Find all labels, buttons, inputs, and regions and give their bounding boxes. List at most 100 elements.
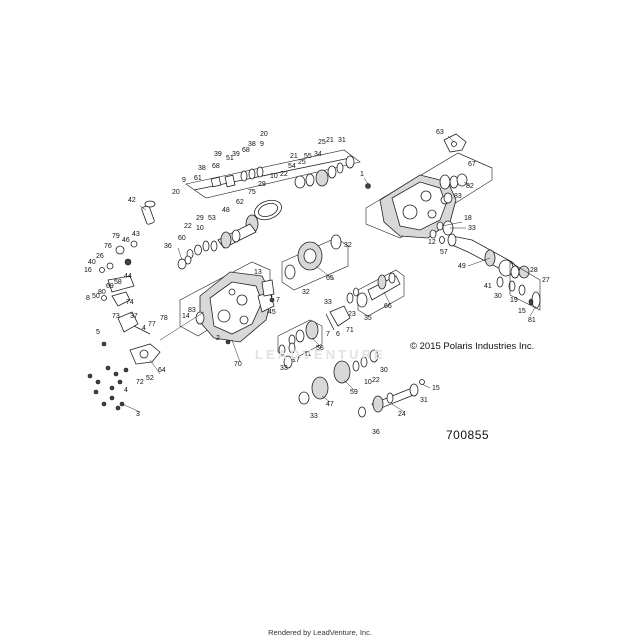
callout: 81	[528, 317, 536, 324]
callout: 33	[324, 299, 332, 306]
copyright-notice: © 2015 Polaris Industries Inc.	[410, 341, 535, 352]
callout: 4	[124, 387, 128, 394]
callout: 40	[88, 259, 96, 266]
bracket-output	[509, 261, 541, 311]
callout: 79	[112, 233, 120, 240]
callout: 55	[304, 153, 312, 160]
callout: 9	[182, 177, 186, 184]
bellcrank-64	[129, 343, 161, 365]
callout: 71	[346, 327, 354, 334]
callout: 60	[178, 235, 186, 242]
callout: 82	[466, 183, 474, 190]
callout: 22	[372, 377, 380, 384]
callout: 76	[104, 243, 112, 250]
bracket-71	[329, 305, 351, 327]
callout: 6	[336, 331, 340, 338]
bearing-10-left	[194, 244, 202, 256]
front-gearcase-housing	[179, 261, 273, 343]
callout: 54	[288, 163, 296, 170]
callout: 31	[338, 137, 346, 144]
callout: 16	[84, 267, 92, 274]
callout: 52	[146, 375, 154, 382]
bearing-36-low	[358, 406, 366, 418]
callout: 69	[106, 283, 114, 290]
callout: 38	[198, 165, 206, 172]
callout: 15	[518, 308, 526, 315]
output-shaft-49	[447, 233, 521, 279]
bearing-83-upper	[443, 192, 453, 204]
callout: 19	[510, 297, 518, 304]
seal-82	[456, 173, 468, 187]
callout: 38	[248, 141, 256, 148]
callout: 10	[364, 379, 372, 386]
shaft-line-14	[159, 311, 205, 341]
callout: 49	[458, 263, 466, 270]
washer-22-mid	[360, 356, 368, 368]
bearing-30-mid	[369, 349, 379, 363]
callout: 13	[254, 269, 262, 276]
bolt-7	[269, 297, 275, 303]
callout: 26	[96, 253, 104, 260]
callout: 68	[242, 147, 250, 154]
washer-53	[210, 240, 218, 252]
callout: 56	[316, 345, 324, 352]
callout: 57	[440, 249, 448, 256]
callout: 63	[436, 129, 444, 136]
callout: 22	[280, 171, 288, 178]
callout: 12	[428, 239, 436, 246]
callout: 5	[96, 329, 100, 336]
callout: 24	[398, 411, 406, 418]
callout: 15	[432, 385, 440, 392]
callout: 64	[158, 367, 166, 374]
callout: 74	[126, 299, 134, 306]
bearing-31	[409, 383, 419, 397]
callout: 67	[468, 161, 476, 168]
callout: 83	[454, 193, 462, 200]
callout: 39	[232, 151, 240, 158]
washer-10-mid	[352, 360, 360, 372]
callout: 29	[196, 215, 204, 222]
callout: 18	[464, 215, 472, 222]
callout: 53	[208, 215, 216, 222]
seal-83-left	[195, 311, 205, 325]
ring-57	[439, 236, 445, 244]
callout: 66	[384, 303, 392, 310]
bearing-36-left	[177, 258, 187, 270]
bolt-set	[87, 341, 129, 411]
callout: 7	[276, 297, 280, 304]
callout: 37	[130, 313, 138, 320]
callout: 20	[260, 131, 268, 138]
callout: 75	[248, 189, 256, 196]
ring-17	[278, 344, 286, 356]
gear-59	[333, 360, 351, 384]
shift-linkage-42	[141, 200, 156, 225]
ring-32-mid	[353, 287, 359, 297]
washer-81	[531, 291, 541, 309]
bearing-33-low	[298, 391, 310, 405]
pin-6	[325, 313, 335, 331]
callout: 61	[194, 175, 202, 182]
callout: 28	[530, 267, 538, 274]
callout: 9	[260, 141, 264, 148]
ring-29	[202, 240, 210, 252]
gear-56-cluster	[277, 319, 323, 361]
drive-chain-75	[254, 199, 282, 221]
bracket-67-right	[457, 152, 493, 169]
callout: 45	[268, 309, 276, 316]
callout: 29	[258, 181, 266, 188]
washer-23	[346, 292, 354, 304]
callout: 70	[234, 361, 242, 368]
ring-15-low	[419, 379, 425, 385]
callout: 77	[148, 321, 156, 328]
callout: 35	[364, 315, 372, 322]
callout: 8	[86, 295, 90, 302]
callout: 4	[142, 325, 146, 332]
ring-12	[429, 229, 437, 239]
callout: 22	[184, 223, 192, 230]
figure-number: 700855	[446, 428, 490, 442]
callout: 51	[226, 155, 234, 162]
input-shaft-48	[217, 223, 257, 249]
callout: 20	[172, 189, 180, 196]
callout: 42	[128, 197, 136, 204]
callout: 36	[372, 429, 380, 436]
